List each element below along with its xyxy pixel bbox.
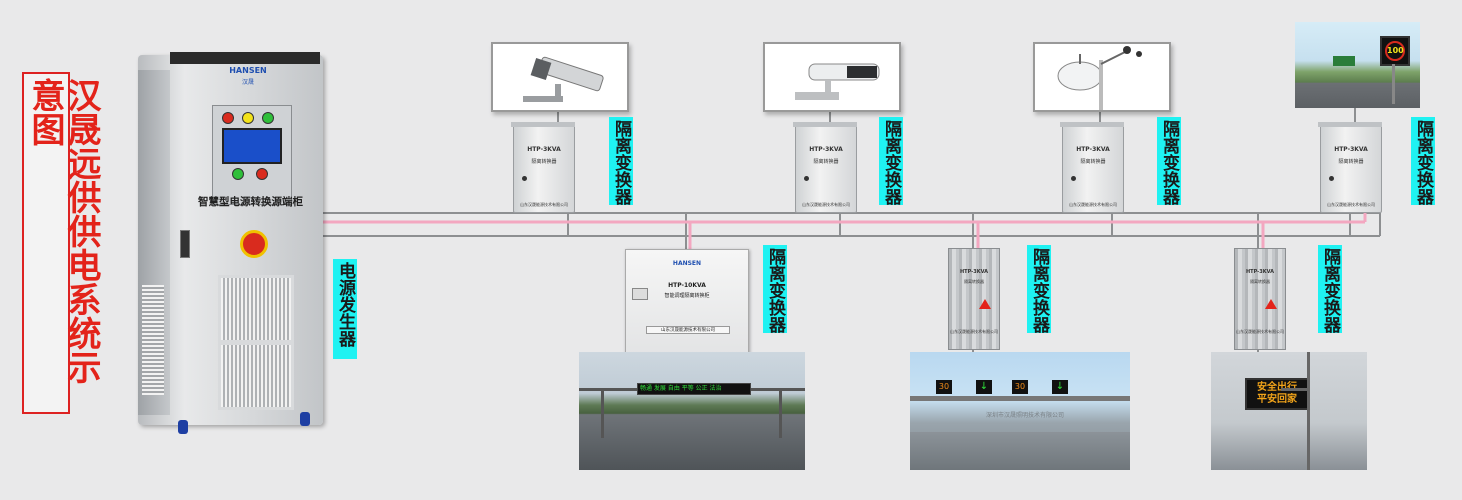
speed-left: 30 xyxy=(936,380,952,394)
indicator-green-light xyxy=(262,112,274,124)
gantry-post xyxy=(601,388,604,438)
big-transformer-model: HTP-10KVA xyxy=(668,282,706,289)
side-vent xyxy=(142,285,164,395)
cabinet-brand-sub: 汉晟 xyxy=(241,79,254,86)
transformer-name: 隔离转换器 xyxy=(1080,159,1106,165)
transformer-label: 隔离变换器 xyxy=(765,248,785,333)
surveillance-camera-icon xyxy=(523,56,604,102)
camera-device-frame-2 xyxy=(763,42,901,112)
cabinet-brand: HANSEN xyxy=(229,66,267,75)
warning-icon xyxy=(1265,299,1277,309)
transformer-label: 隔离变换器 xyxy=(611,120,631,205)
isolation-transformer-box-1: HTP-3KVA 隔离转换器 山东汉晟能源技术有限公司 xyxy=(511,122,575,213)
transformer-model: HTP-3KVA xyxy=(1334,146,1368,153)
vms-pole xyxy=(1307,352,1310,470)
speed-right: 30 xyxy=(1012,380,1028,394)
indicator-red-light xyxy=(222,112,234,124)
stop-button-light xyxy=(256,168,268,180)
generator-label: 电源发生器 xyxy=(335,262,355,347)
transformer-label: 隔离变换器 xyxy=(1320,248,1340,333)
big-transformer-brand: HANSEN xyxy=(672,260,702,267)
warning-icon xyxy=(979,299,991,309)
isolation-transformer-box-3: HTP-3KVA 隔离转换器 山东汉晟能源技术有限公司 xyxy=(1060,122,1124,213)
bridge-lane-sign-photo: 30 ↓ 30 ↓ 深圳市汉晟照明技术有限公司 xyxy=(910,352,1130,470)
vms-line-1: 安全出行 xyxy=(1257,382,1297,393)
transformer-name: 隔离转换器 xyxy=(531,159,557,165)
cabinet-logo: HANSEN 汉晟 xyxy=(228,64,268,90)
transformer-company: 山东汉晟能源技术有限公司 xyxy=(1327,202,1375,207)
indicator-yellow-light xyxy=(242,112,254,124)
transformer-label-box-1: 隔离变换器 xyxy=(609,117,633,205)
wheel-icon xyxy=(178,420,188,434)
large-isolation-transformer: HANSEN HTP-10KVA 智能调理隔离转换柜 山东汉晟能源技术有限公司 xyxy=(625,249,749,355)
diagram-title: 汉晟远供供电系统示意图 xyxy=(25,78,101,384)
emergency-stop-button xyxy=(240,230,268,258)
transformer-label-box-5: 隔离变换器 xyxy=(763,245,787,333)
transformer-name: 隔离转换器 xyxy=(1250,279,1270,284)
gantry-sign-photo: 畅通 发展 自由 平等 公正 法治 xyxy=(579,352,805,470)
gantry-led-sign: 畅通 发展 自由 平等 公正 法治 xyxy=(637,383,751,395)
meter-display xyxy=(632,288,648,300)
transformer-company: 山东汉晟能源技术有限公司 xyxy=(1069,202,1117,207)
generator-label-box: 电源发生器 xyxy=(333,259,357,359)
transformer-label-box-3: 隔离变换器 xyxy=(1157,117,1181,205)
transformer-name: 隔离转换器 xyxy=(1338,159,1364,165)
stainless-transformer-2: HTP-3KVA 隔离转换器 山东汉晟能源技术有限公司 xyxy=(1234,248,1286,350)
transformer-label-box-4: 隔离变换器 xyxy=(1411,117,1435,205)
speed-limit-sign: 100 xyxy=(1380,36,1410,66)
big-transformer-name: 智能调理隔离转换柜 xyxy=(664,293,710,299)
road-sign-green xyxy=(1333,56,1355,66)
weather-station-icon xyxy=(1057,46,1142,110)
highway-speed-sign-photo: 100 xyxy=(1295,22,1420,108)
big-transformer-company: 山东汉晟能源技术有限公司 xyxy=(646,326,730,334)
gantry-post xyxy=(779,388,782,438)
transformer-label: 隔离变换器 xyxy=(881,120,901,205)
transformer-name: 隔离转换器 xyxy=(813,159,839,165)
transformer-model: HTP-3KVA xyxy=(809,146,843,153)
start-button-light xyxy=(232,168,244,180)
gantry-message: 畅通 发展 自由 平等 公正 法治 xyxy=(640,385,722,392)
vms-arm xyxy=(1281,388,1309,391)
weather-station-frame xyxy=(1033,42,1171,112)
gantry-beam xyxy=(910,396,1130,401)
transformer-model: HTP-3KVA xyxy=(959,269,988,275)
transformer-name: 隔离转换器 xyxy=(964,279,984,284)
down-arrow-icon: ↓ xyxy=(976,380,992,394)
transformer-label: 隔离变换器 xyxy=(1413,120,1433,205)
door-lock-icon xyxy=(180,230,190,258)
display-screen xyxy=(222,128,282,164)
transformer-label-box-6: 隔离变换器 xyxy=(1027,245,1051,333)
vms-line-2: 平安回家 xyxy=(1257,394,1297,405)
cabinet-name-label: 智慧型电源转换源端柜 xyxy=(198,196,303,208)
surveillance-camera-icon xyxy=(795,63,880,100)
speed-limit-value: 100 xyxy=(1385,41,1405,61)
vms-sign-photo: 安全出行 平安回家 xyxy=(1211,352,1367,470)
transformer-company: 山东汉晟能源技术有限公司 xyxy=(1236,329,1284,334)
sign-pole xyxy=(1392,64,1395,104)
transformer-label-box-2: 隔离变换器 xyxy=(879,117,903,205)
transformer-label-box-7: 隔离变换器 xyxy=(1318,245,1342,333)
transformer-model: HTP-3KVA xyxy=(1076,146,1110,153)
transformer-model: HTP-3KVA xyxy=(527,146,561,153)
isolation-transformer-box-2: HTP-3KVA 隔离转换器 山东汉晟能源技术有限公司 xyxy=(793,122,857,213)
cabinet-top xyxy=(170,52,320,64)
vms-board: 安全出行 平安回家 xyxy=(1245,378,1309,410)
vent-grille-bottom xyxy=(218,342,294,410)
photo-watermark: 深圳市汉晟照明技术有限公司 xyxy=(985,412,1064,419)
camera-device-frame-1 xyxy=(491,42,629,112)
transformer-company: 山东汉晟能源技术有限公司 xyxy=(520,202,568,207)
transformer-model: HTP-3KVA xyxy=(1245,269,1274,275)
isolation-transformer-box-4: HTP-3KVA 隔离转换器 山东汉晟能源技术有限公司 xyxy=(1318,122,1382,213)
transformer-label: 隔离变换器 xyxy=(1029,248,1049,333)
bridge-road xyxy=(910,432,1130,470)
wheel-icon xyxy=(300,412,310,426)
transformer-company: 山东汉晟能源技术有限公司 xyxy=(802,202,850,207)
diagram-title-box: 汉晟远供供电系统示意图 xyxy=(22,72,101,414)
transformer-label: 隔离变换器 xyxy=(1159,120,1179,205)
vent-grille-top xyxy=(218,275,294,343)
transformer-company: 山东汉晟能源技术有限公司 xyxy=(950,329,998,334)
down-arrow-icon: ↓ xyxy=(1052,380,1068,394)
stainless-transformer-1: HTP-3KVA 隔离转换器 山东汉晟能源技术有限公司 xyxy=(948,248,1000,350)
